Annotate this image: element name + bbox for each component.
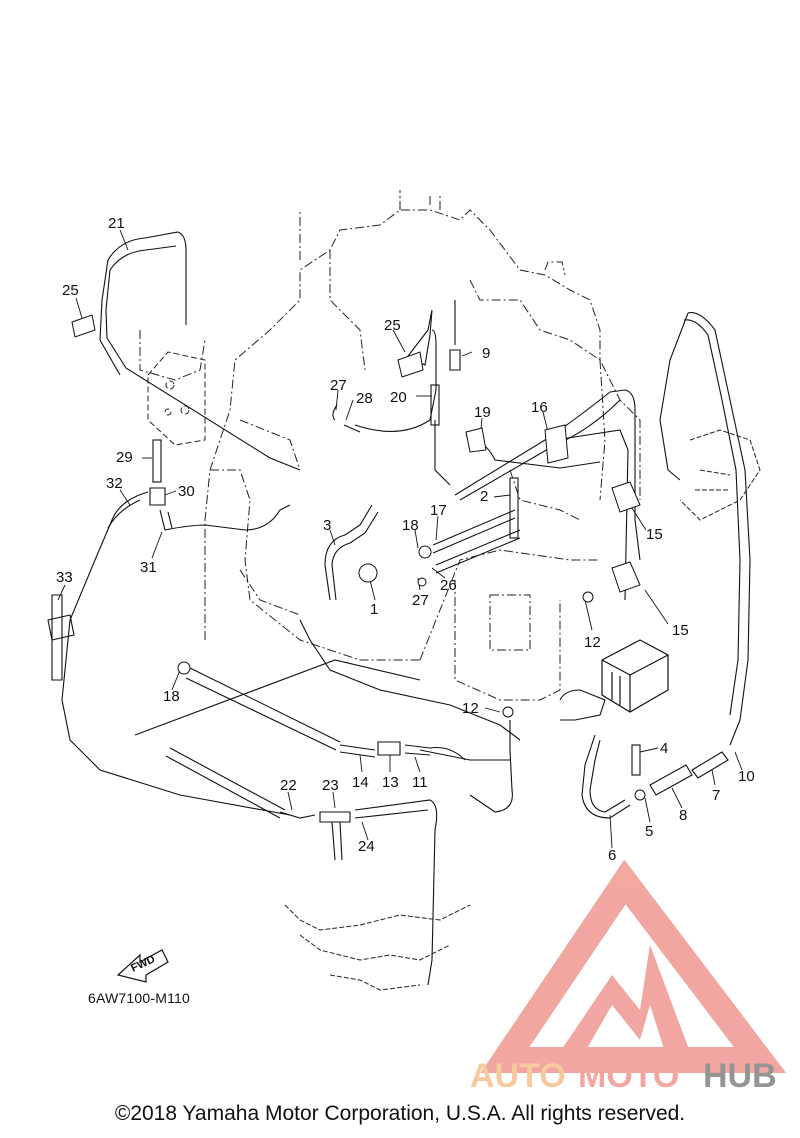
callout-25: 25 (62, 282, 79, 299)
clip-27-lower (417, 577, 427, 587)
clip-15-upper (611, 481, 641, 513)
clip-1 (358, 563, 378, 583)
clip-25-left (71, 314, 96, 338)
callout-8: 8 (679, 807, 687, 824)
callout-18: 18 (163, 688, 180, 705)
callout-32: 32 (106, 475, 123, 492)
callout-18: 18 (402, 517, 419, 534)
watermark-word-moto: MOTO (578, 1057, 679, 1095)
fwd-arrow: FWD (116, 949, 169, 983)
callout-leaders (57, 229, 743, 849)
clip-18-upper (418, 545, 432, 559)
callout-27: 27 (412, 592, 429, 609)
callout-24: 24 (358, 838, 375, 855)
callout-1: 1 (370, 601, 378, 618)
callout-23: 23 (322, 777, 339, 794)
clip-15-lower (611, 561, 641, 593)
callout-27: 27 (330, 377, 347, 394)
clip-18-lower (177, 661, 191, 675)
engine-outline (139, 190, 641, 701)
callout-13: 13 (382, 774, 399, 791)
callout-30: 30 (178, 483, 195, 500)
callout-15: 15 (672, 622, 689, 639)
callout-12: 12 (462, 700, 479, 717)
lower-cowling (284, 429, 761, 991)
callout-15: 15 (646, 526, 663, 543)
fuel-filter-box (601, 639, 669, 713)
logo-triangle (480, 859, 787, 1073)
callout-numbers: 21 25 25 9 27 28 20 19 16 29 32 30 2 15 … (56, 215, 755, 864)
callout-3: 3 (323, 517, 331, 534)
callout-2: 2 (480, 488, 488, 505)
watermark-word-auto: AUTO (470, 1057, 566, 1095)
hoses (47, 231, 751, 986)
callout-17: 17 (430, 502, 447, 519)
watermark-logo: AUTO MOTO HUB (470, 859, 787, 1095)
callout-5: 5 (645, 823, 653, 840)
callout-9: 9 (482, 345, 490, 362)
callout-22: 22 (280, 777, 297, 794)
callout-6: 6 (608, 847, 616, 864)
logo-m-mark (560, 945, 690, 1052)
callout-31: 31 (140, 559, 157, 576)
callout-4: 4 (660, 740, 668, 757)
clip-12-upper (582, 591, 594, 603)
callout-20: 20 (390, 389, 407, 406)
callout-33: 33 (56, 569, 73, 586)
clip-16 (544, 424, 569, 464)
callout-10: 10 (738, 768, 755, 785)
callout-19: 19 (474, 404, 491, 421)
clip-12-lower (502, 706, 514, 718)
mounting-plate (147, 351, 206, 446)
watermark-word-hub: HUB (703, 1057, 777, 1095)
clips (71, 314, 646, 801)
copyright-notice: ©2018 Yamaha Motor Corporation, U.S.A. A… (114, 1102, 686, 1125)
callout-7: 7 (712, 787, 720, 804)
callout-28: 28 (356, 390, 373, 407)
callout-14: 14 (352, 774, 369, 791)
callout-11: 11 (412, 774, 428, 791)
callout-12: 12 (584, 634, 601, 651)
joint-5 (634, 789, 646, 801)
callout-21: 21 (108, 215, 125, 232)
clip-25-right (397, 351, 424, 378)
callout-16: 16 (531, 399, 548, 416)
callout-25: 25 (384, 317, 401, 334)
callout-29: 29 (116, 449, 133, 466)
part-code: 6AW7100-M110 (88, 990, 191, 1006)
callout-26: 26 (440, 577, 457, 594)
clip-19 (465, 427, 487, 453)
